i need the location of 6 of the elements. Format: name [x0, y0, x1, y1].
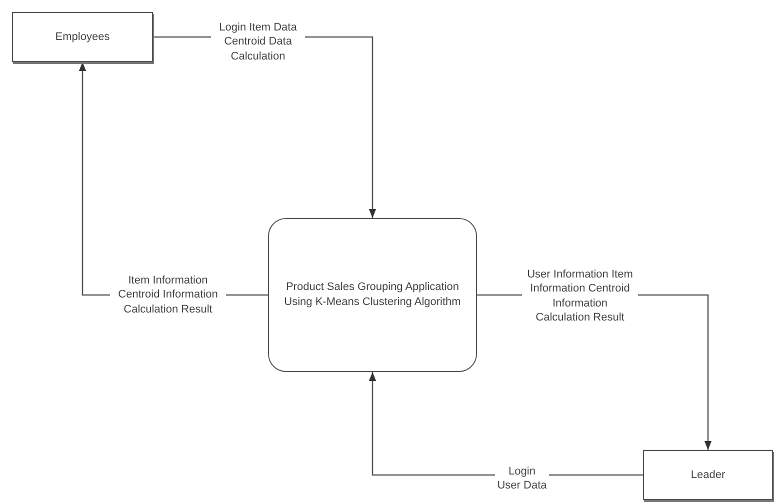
node-label: Leader	[690, 468, 726, 482]
node-label: Employees	[55, 30, 110, 44]
entity-box	[643, 450, 773, 500]
entity-box	[12, 12, 153, 62]
node-label: Product Sales Grouping Application Using K-Means Clustering Algorithm	[283, 280, 462, 310]
process-box	[268, 218, 477, 372]
